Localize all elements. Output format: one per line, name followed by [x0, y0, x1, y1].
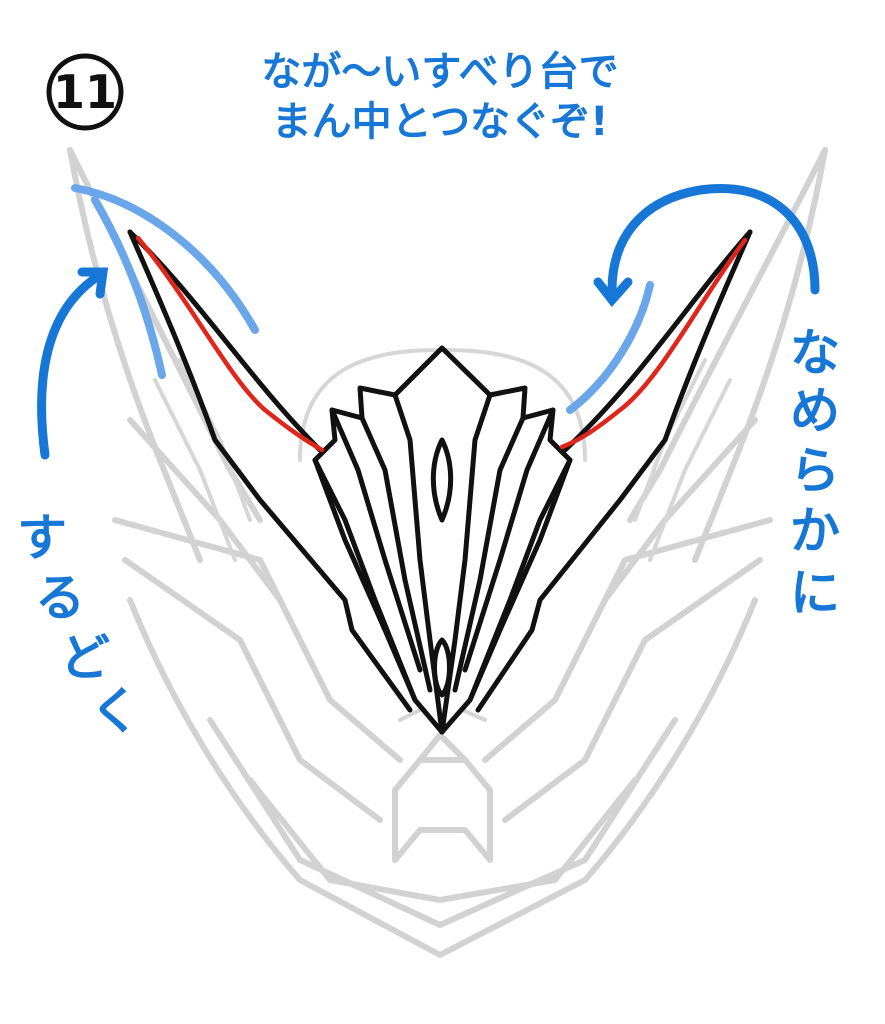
curved-up-arrow-icon: [37, 267, 109, 460]
left-note-char-1: す: [17, 509, 67, 567]
ink-drawing: [127, 229, 753, 735]
crest-lower-gem: [432, 637, 452, 698]
right-note-char-3: ら: [790, 442, 840, 500]
left-note: す る ど く: [17, 509, 140, 740]
curved-down-arrow-icon: [593, 184, 820, 308]
right-note-char-2: め: [790, 382, 840, 440]
svg-text:11: 11: [53, 65, 117, 119]
guide-sketch: [67, 147, 828, 958]
left-note-char-2: る: [35, 569, 85, 627]
right-note: な め ら か に: [790, 324, 840, 622]
right-note-char-5: に: [790, 564, 840, 622]
right-note-char-4: か: [790, 502, 840, 560]
crest-center-gem: [430, 437, 454, 523]
hint-strokes: [71, 184, 654, 414]
left-note-char-3: ど: [60, 629, 110, 687]
step-number-badge: 11: [46, 53, 124, 131]
instruction-line-2: まん中とつなぐぞ!: [272, 99, 609, 145]
new-lines-red: [135, 235, 748, 453]
left-note-char-4: く: [90, 682, 140, 740]
instruction-line-1: なが〜いすべり台で: [261, 49, 618, 95]
right-note-char-1: な: [790, 324, 840, 382]
